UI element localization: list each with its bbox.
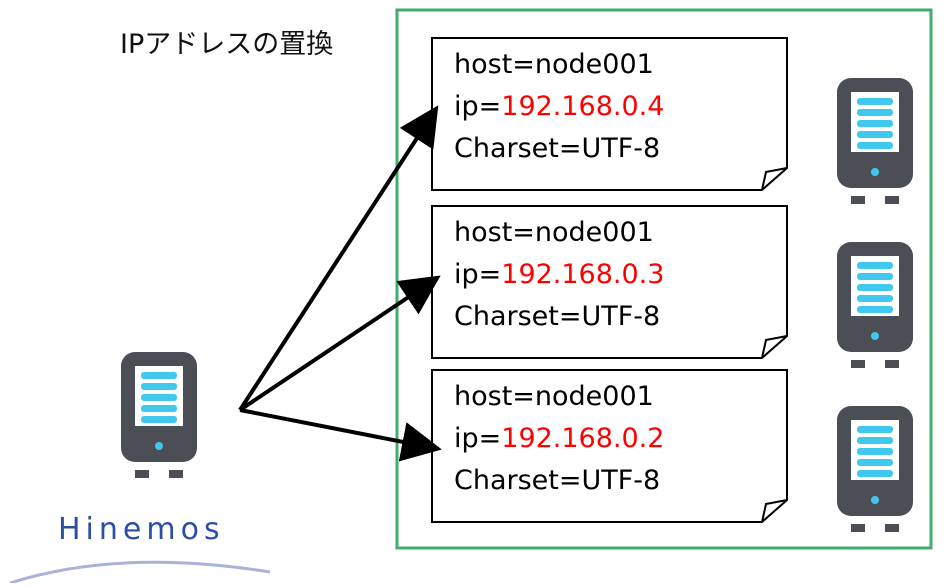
note-card-1 <box>431 37 788 191</box>
note-host: host=node001 <box>454 381 654 412</box>
note-host: host=node001 <box>454 217 654 248</box>
server-icon <box>121 352 197 478</box>
server-icon <box>837 78 913 204</box>
note-charset: Charset=UTF-8 <box>454 465 661 496</box>
server-icon <box>837 242 913 368</box>
ip-value: 192.168.0.4 <box>501 91 665 122</box>
diagram-title: IPアドレスの置換 <box>120 29 334 60</box>
note-1-text: host=node001 ip=192.168.0.4 Charset=UTF-… <box>454 44 664 170</box>
hinemos-logo: Hinemos <box>58 512 225 547</box>
note-ip: ip=192.168.0.2 <box>454 423 665 454</box>
arrow-to-note-1 <box>238 105 439 412</box>
note-3-text: host=node001 ip=192.168.0.2 Charset=UTF-… <box>454 376 664 502</box>
arrow-to-note-2 <box>238 275 441 412</box>
note-ip: ip=192.168.0.4 <box>454 91 665 122</box>
arrow-to-note-3 <box>239 408 442 462</box>
note-host: host=node001 <box>454 49 654 80</box>
note-charset: Charset=UTF-8 <box>454 133 661 164</box>
logo-swoosh <box>9 560 271 585</box>
note-ip: ip=192.168.0.3 <box>454 259 665 290</box>
ip-value: 192.168.0.3 <box>501 259 665 290</box>
note-card-3 <box>431 369 788 523</box>
server-icon <box>837 406 913 532</box>
note-2-text: host=node001 ip=192.168.0.3 Charset=UTF-… <box>454 212 664 338</box>
note-card-2 <box>431 205 788 359</box>
ip-value: 192.168.0.2 <box>501 423 665 454</box>
note-charset: Charset=UTF-8 <box>454 301 661 332</box>
